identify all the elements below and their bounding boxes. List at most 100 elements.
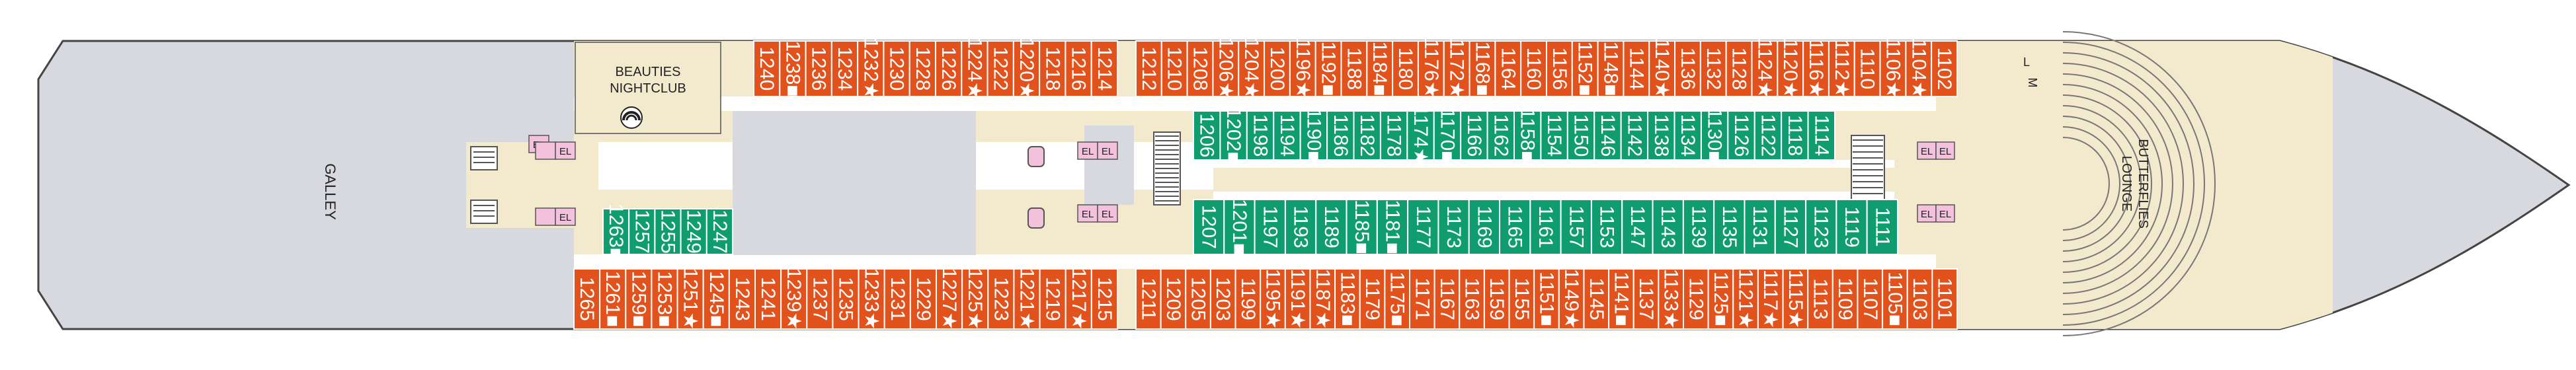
- cabin[interactable]: [1065, 268, 1092, 330]
- cabin[interactable]: [779, 40, 807, 97]
- cabin[interactable]: [1807, 110, 1836, 161]
- cabin[interactable]: [1494, 40, 1522, 97]
- cabin[interactable]: [1905, 40, 1933, 97]
- cabin[interactable]: [805, 40, 832, 97]
- cabin[interactable]: [1366, 40, 1394, 97]
- cabin[interactable]: [1590, 199, 1623, 255]
- cabin[interactable]: [780, 268, 808, 330]
- cabin[interactable]: [1673, 110, 1702, 161]
- cabin[interactable]: [1757, 268, 1784, 330]
- cabin[interactable]: [1013, 268, 1041, 330]
- cabin[interactable]: [1407, 199, 1439, 255]
- cabin[interactable]: [1314, 40, 1342, 97]
- cabin[interactable]: [1727, 110, 1755, 161]
- cabin[interactable]: [1433, 268, 1461, 330]
- cabin[interactable]: [651, 268, 678, 330]
- cabin[interactable]: [1520, 40, 1547, 97]
- cabin[interactable]: [1433, 110, 1462, 161]
- cabin[interactable]: [1699, 40, 1727, 97]
- cabin[interactable]: [830, 40, 859, 97]
- cabin[interactable]: [1931, 268, 1958, 330]
- cabin[interactable]: [1409, 268, 1435, 330]
- cabin[interactable]: [1835, 199, 1868, 255]
- cabin[interactable]: [1802, 40, 1830, 97]
- cabin[interactable]: [986, 40, 1014, 97]
- cabin[interactable]: [1090, 268, 1118, 330]
- cabin[interactable]: [1560, 199, 1592, 255]
- cabin[interactable]: [1160, 40, 1188, 97]
- cabin[interactable]: [1443, 40, 1470, 97]
- cabin[interactable]: [1273, 110, 1301, 161]
- cabin[interactable]: [1499, 199, 1531, 255]
- cabin[interactable]: [1571, 40, 1599, 97]
- cabin[interactable]: [858, 268, 885, 330]
- cabin[interactable]: [883, 268, 911, 330]
- cabin[interactable]: [1700, 110, 1729, 161]
- cabin[interactable]: [1632, 268, 1660, 330]
- cabin[interactable]: [728, 268, 756, 330]
- cabin[interactable]: [1647, 110, 1675, 161]
- cabin[interactable]: [987, 268, 1015, 330]
- cabin[interactable]: [1732, 268, 1759, 330]
- cabin[interactable]: [1460, 110, 1488, 161]
- cabin[interactable]: [1652, 199, 1684, 255]
- cabin[interactable]: [1135, 40, 1162, 97]
- cabin[interactable]: [1483, 268, 1510, 330]
- cabin[interactable]: [1593, 110, 1622, 161]
- cabin[interactable]: [936, 268, 963, 330]
- cabin[interactable]: [705, 208, 734, 255]
- cabin[interactable]: [1392, 40, 1419, 97]
- cabin[interactable]: [1209, 268, 1236, 330]
- cabin[interactable]: [1065, 40, 1092, 97]
- cabin[interactable]: [1774, 199, 1807, 255]
- cabin[interactable]: [1212, 40, 1240, 97]
- cabin[interactable]: [1384, 268, 1411, 330]
- cabin[interactable]: [961, 40, 988, 97]
- cabin[interactable]: [628, 208, 656, 255]
- cabin[interactable]: [1807, 268, 1833, 330]
- cabin[interactable]: [1648, 40, 1676, 97]
- cabin[interactable]: [1931, 40, 1958, 97]
- cabin[interactable]: [1234, 268, 1262, 330]
- cabin[interactable]: [1533, 268, 1560, 330]
- cabin[interactable]: [1135, 268, 1162, 330]
- cabin[interactable]: [1193, 199, 1225, 255]
- cabin[interactable]: [1039, 268, 1067, 330]
- cabin[interactable]: [1238, 40, 1266, 97]
- cabin[interactable]: [1186, 40, 1214, 97]
- cabin[interactable]: [754, 268, 782, 330]
- cabin[interactable]: [1620, 110, 1649, 161]
- cabin[interactable]: [1621, 199, 1654, 255]
- cabin[interactable]: [1160, 268, 1187, 330]
- cabin[interactable]: [1315, 199, 1348, 255]
- cabin[interactable]: [1353, 110, 1381, 161]
- cabin[interactable]: [1469, 40, 1496, 97]
- cabin[interactable]: [1223, 199, 1256, 255]
- cabin[interactable]: [1359, 268, 1386, 330]
- cabin[interactable]: [1090, 40, 1118, 97]
- cabin[interactable]: [1566, 110, 1595, 161]
- cabin[interactable]: [573, 268, 601, 330]
- cabin[interactable]: [1340, 40, 1368, 97]
- cabin[interactable]: [1777, 40, 1804, 97]
- cabin[interactable]: [1658, 268, 1685, 330]
- cabin[interactable]: [1254, 199, 1286, 255]
- cabin[interactable]: [1853, 40, 1881, 97]
- cabin[interactable]: [857, 40, 885, 97]
- cabin[interactable]: [1513, 110, 1542, 161]
- cabin[interactable]: [1674, 40, 1701, 97]
- cabin[interactable]: [883, 40, 910, 97]
- cabin[interactable]: [1540, 110, 1568, 161]
- cabin[interactable]: [935, 40, 963, 97]
- cabin[interactable]: [1289, 40, 1316, 97]
- cabin[interactable]: [1857, 268, 1884, 330]
- cabin[interactable]: [1866, 199, 1898, 255]
- cabin[interactable]: [1744, 199, 1776, 255]
- cabin[interactable]: [1379, 110, 1408, 161]
- cabin[interactable]: [1334, 268, 1361, 330]
- cabin[interactable]: [1437, 199, 1470, 255]
- cabin[interactable]: [1406, 110, 1435, 161]
- cabin[interactable]: [1805, 199, 1837, 255]
- cabin[interactable]: [1284, 199, 1317, 255]
- cabin[interactable]: [599, 268, 627, 330]
